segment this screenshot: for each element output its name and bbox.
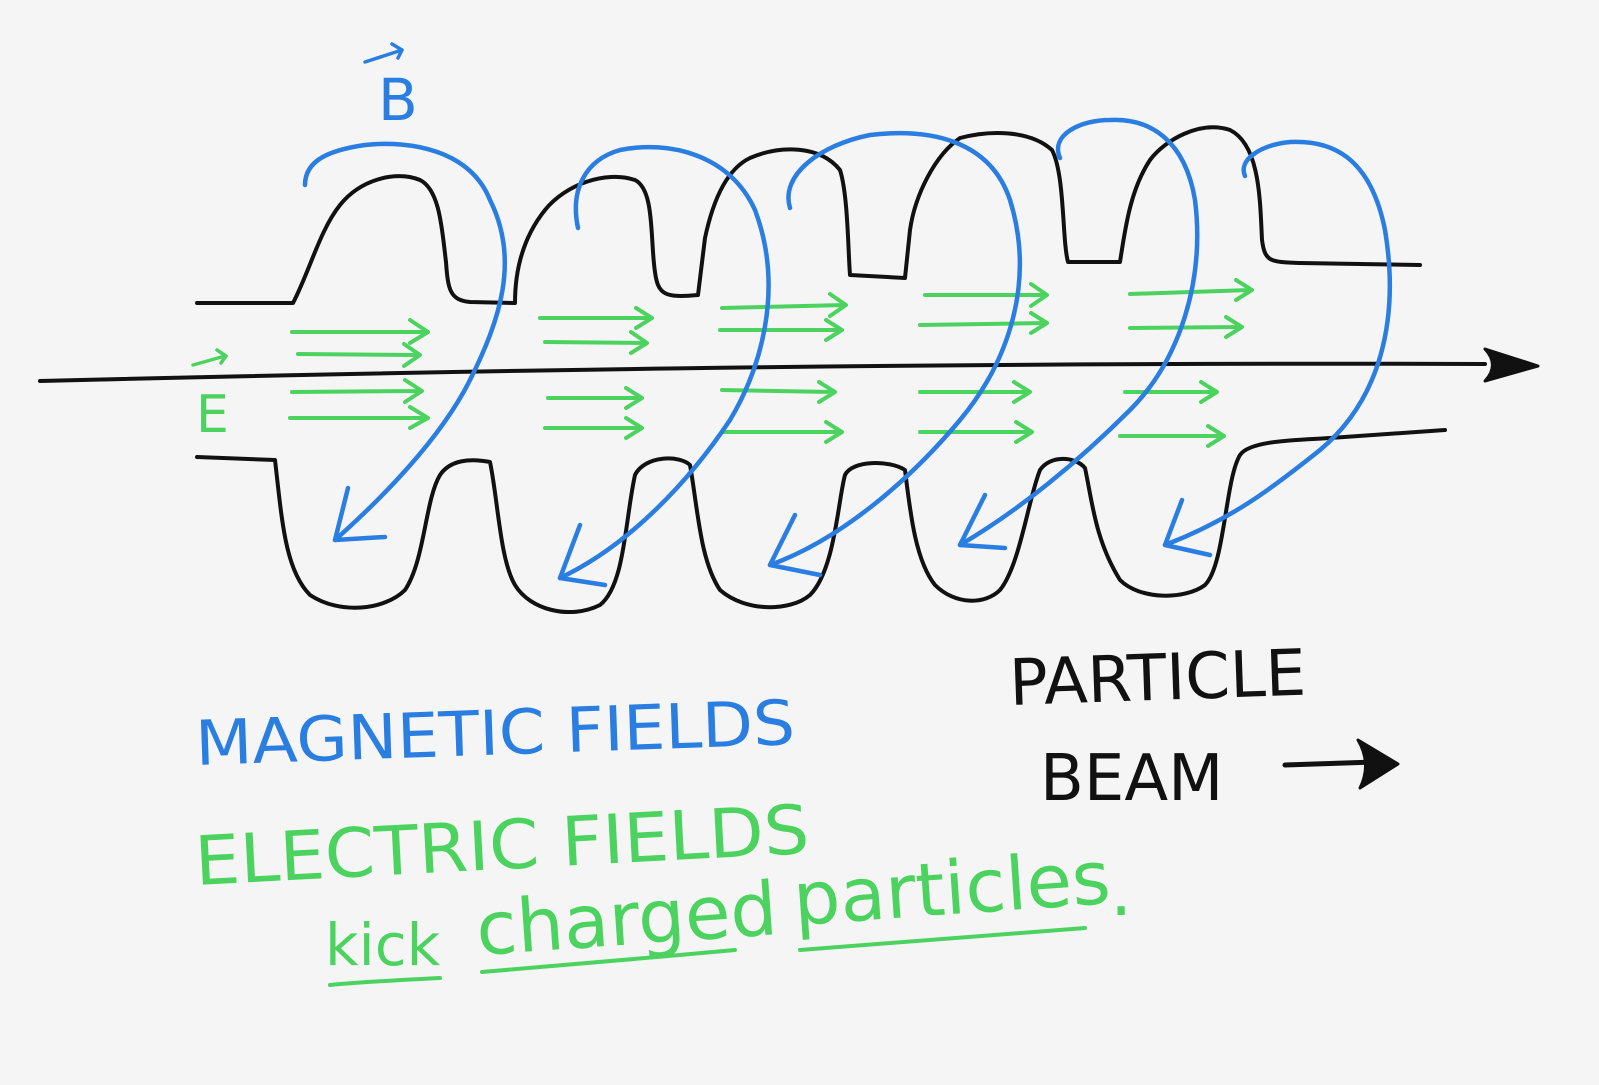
underline-charged: [480, 948, 737, 974]
particle-label-line1: PARTICLE: [1008, 637, 1307, 721]
beam-arrow-head: [1483, 347, 1540, 383]
e-field-gap-2: [538, 306, 654, 440]
particle-beam-axis: [38, 361, 1487, 383]
b-loop-3: [767, 130, 1023, 578]
magnetic-fields-legend: MAGNETIC FIELDS: [194, 686, 796, 780]
magnetic-field-loops: [302, 117, 1392, 588]
b-loop-2: [557, 144, 771, 588]
caption-word-particles: particles: [790, 835, 1113, 943]
particle-label-line2: BEAM: [1040, 742, 1223, 816]
b-vector-label: B: [363, 42, 418, 134]
b-loop-1: [302, 141, 508, 543]
b-vector-letter: B: [378, 66, 418, 134]
upper-cavity-wall: [195, 125, 1422, 305]
electric-field-arrows: [288, 278, 1254, 448]
caption-word-charged: charged: [473, 866, 780, 973]
e-field-gap-1: [288, 318, 430, 430]
caption: kick charged particles .: [325, 835, 1132, 987]
b-loop-5: [1162, 139, 1392, 558]
particle-beam-legend-arrowhead: [1356, 738, 1400, 790]
e-field-gap-4: [918, 282, 1049, 444]
lower-cavity-wall: [195, 428, 1447, 614]
underline-particles: [798, 926, 1087, 952]
b-vector-arrow: [363, 42, 404, 64]
cavity-walls: [38, 125, 1487, 614]
e-vector-letter: E: [196, 385, 229, 445]
underline-kick: [328, 976, 442, 987]
caption-period: .: [1110, 850, 1132, 932]
b-loop-4: [957, 117, 1200, 551]
particle-beam-label: PARTICLE BEAM: [1008, 637, 1400, 816]
e-vector-arrow: [191, 348, 228, 367]
e-vector-label: E: [191, 348, 229, 445]
caption-word-kick: kick: [325, 911, 441, 979]
e-field-gap-3: [718, 292, 848, 444]
particle-beam-legend-arrow: [1282, 759, 1378, 768]
